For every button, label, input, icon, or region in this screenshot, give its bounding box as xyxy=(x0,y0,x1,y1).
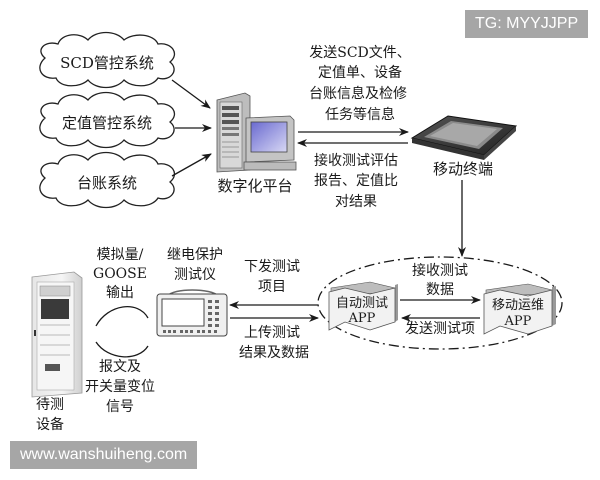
feedback-arc xyxy=(95,341,149,358)
output-arc xyxy=(95,306,149,327)
edge-receive-data-l1: 接收测试 xyxy=(412,263,468,279)
relay-tester-label-l2: 测试仪 xyxy=(174,267,216,283)
edge-receive-data-l2: 数据 xyxy=(426,282,454,298)
edge-output-l1: 模拟量/ xyxy=(96,247,144,263)
edge-dispatch-l2: 项目 xyxy=(258,279,286,295)
source-setting-label: 定值管控系统 xyxy=(61,114,152,132)
edge-upload-l1: 上传测试 xyxy=(244,325,300,341)
device-label-l2: 设备 xyxy=(36,417,64,433)
edge-upload-l2: 结果及数据 xyxy=(239,345,309,361)
platform-label: 数字化平台 xyxy=(217,177,293,195)
mobile-ops-app-label-l2: APP xyxy=(504,314,532,329)
edge-feedback-l1: 报文及 xyxy=(99,359,141,375)
edge-output-l2: GOOSE xyxy=(93,266,147,282)
edge-send-items: 发送测试项 xyxy=(405,321,475,337)
app-group-ellipse xyxy=(317,256,563,350)
mobile-ops-app-box xyxy=(483,283,556,335)
edge-mobile-to-platform-l3: 对结果 xyxy=(335,194,377,210)
edge-platform-to-mobile-l2: 定值单、设备 xyxy=(318,65,402,81)
edge-dispatch-l1: 下发测试 xyxy=(244,259,300,275)
auto-test-app-box xyxy=(328,281,398,331)
edge-platform-to-mobile-l4: 任务等信息 xyxy=(325,107,395,123)
edge-platform-to-mobile-l3: 台账信息及检修 xyxy=(309,86,407,102)
auto-test-app-label-l2: APP xyxy=(348,311,376,326)
cloud-setting xyxy=(39,91,175,149)
mobile-ops-app-label-l1: 移动运维 xyxy=(491,298,544,313)
device-label-l1: 待测 xyxy=(36,397,64,413)
watermark-top-right: TG: MYYJJPP xyxy=(465,10,589,38)
edge-output-l3: 输出 xyxy=(106,285,134,301)
edge-feedback-l2: 开关量变位 xyxy=(85,379,155,395)
cloud-scd xyxy=(39,31,175,89)
source-scd-label: SCD管控系统 xyxy=(60,54,154,72)
relay-tester-label-l1: 继电保护 xyxy=(167,247,223,263)
relay-tester-icon xyxy=(156,289,228,337)
watermark-bottom-left: www.wanshuiheng.com xyxy=(10,441,198,469)
mobile-terminal-label: 移动终端 xyxy=(432,160,493,178)
auto-test-app-label-l1: 自动测试 xyxy=(335,296,388,311)
tablet-icon xyxy=(410,115,518,160)
computer-icon xyxy=(216,92,297,173)
edge-feedback-l3: 信号 xyxy=(106,399,134,415)
edge-mobile-to-platform-l1: 接收测试评估 xyxy=(314,153,398,169)
cloud-ledger xyxy=(39,151,175,209)
cabinet-icon xyxy=(31,271,83,398)
edge-mobile-to-platform-l2: 报告、定值比 xyxy=(314,173,398,189)
source-ledger-label: 台账系统 xyxy=(76,174,137,192)
edge-platform-to-mobile-l1: 发送SCD文件、 xyxy=(309,45,411,61)
